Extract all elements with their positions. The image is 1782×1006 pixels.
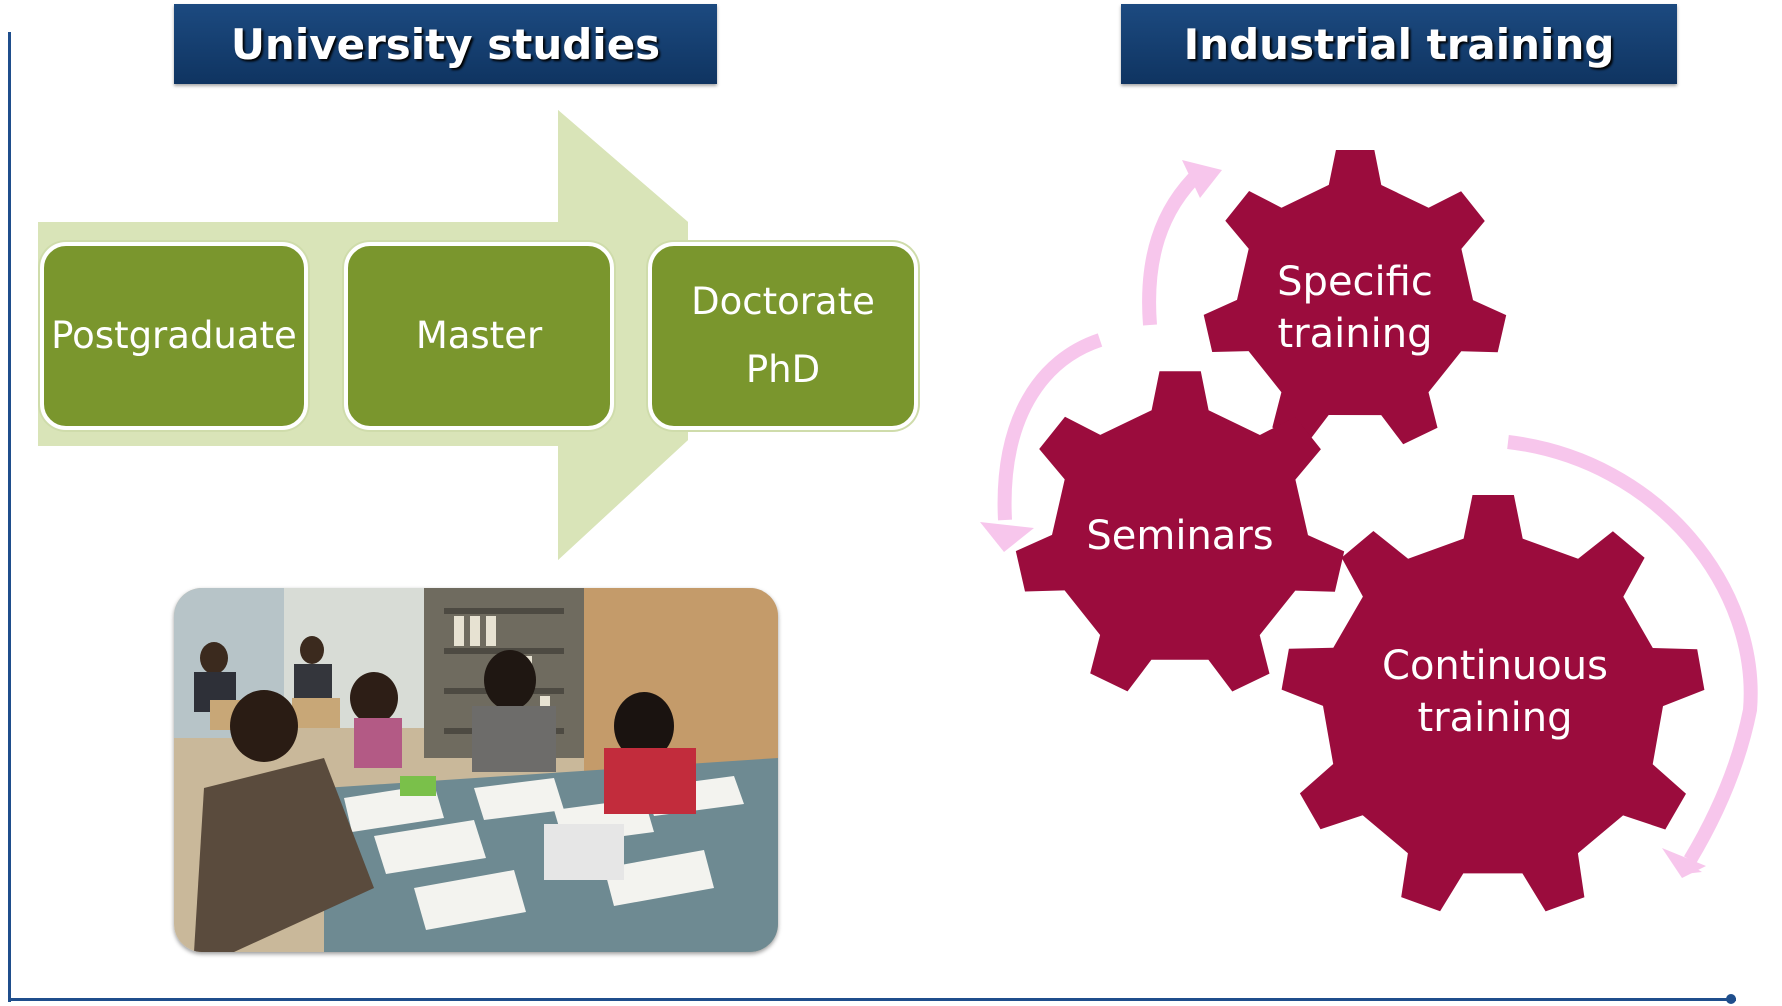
university-studies-title: University studies	[230, 19, 661, 69]
gear-specific-training	[1203, 150, 1507, 445]
gear-continuous-line1: Continuous	[1382, 643, 1608, 689]
frame-corner-dot	[1726, 994, 1736, 1004]
gear-continuous-training-label: Continuous training	[1350, 640, 1640, 744]
gear-seminars	[1015, 371, 1345, 692]
industrial-training-title: Industrial training	[1183, 19, 1615, 69]
gear-continuous-line2: training	[1417, 695, 1573, 741]
frame-bottom-line	[8, 998, 1736, 1001]
stage-doctorate-label: Doctorate	[691, 280, 875, 323]
gear-continuous-training	[1281, 495, 1705, 912]
stage-doctorate: Doctorate PhD	[648, 242, 918, 430]
progression-arrow-head	[558, 110, 688, 560]
university-studies-header: University studies	[174, 4, 717, 84]
cycle-arrow-top	[1142, 166, 1205, 326]
stage-phd-label: PhD	[745, 348, 821, 391]
gear-seminars-line1: Seminars	[1086, 513, 1274, 559]
gear-seminars-label: Seminars	[1070, 506, 1290, 566]
frame-left-line	[8, 32, 11, 1002]
stage-master: Master	[344, 242, 614, 430]
gear-specific-training-label: Specific training	[1250, 256, 1460, 360]
stage-postgraduate-label: Postgraduate	[51, 314, 297, 357]
cycle-arrow-right	[1507, 435, 1758, 864]
students-studying-photo	[174, 588, 778, 952]
stage-master-label: Master	[415, 314, 543, 357]
industrial-training-header: Industrial training	[1121, 4, 1677, 84]
cycle-arrow-top-head	[1182, 160, 1222, 198]
gear-specific-line2: training	[1277, 311, 1433, 357]
cycle-arrow-right-head-tip	[1662, 848, 1706, 878]
training-gears-diagram	[980, 150, 1758, 912]
stage-postgraduate: Postgraduate	[40, 242, 308, 430]
gear-specific-line1: Specific	[1277, 259, 1433, 305]
cycle-arrow-left	[997, 333, 1103, 521]
cycle-arrow-left-head	[980, 522, 1034, 552]
